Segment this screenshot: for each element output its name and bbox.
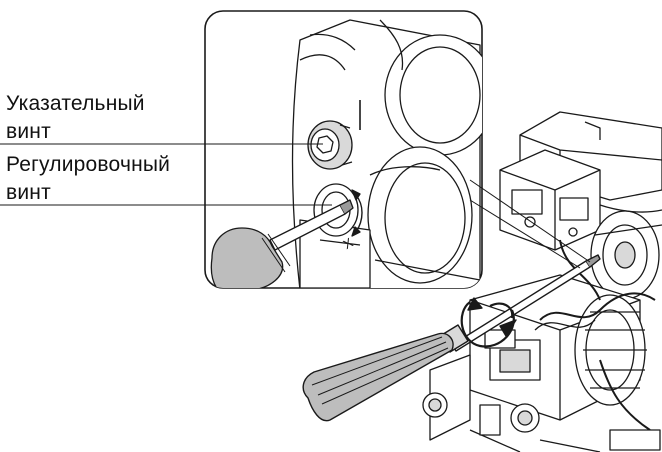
inset-pointer-lower	[469, 199, 581, 269]
burner-assembly	[422, 111, 662, 452]
label-indicator-screw-line2: винт	[6, 120, 51, 143]
label-adjusting-screw-line2: винт	[6, 181, 51, 204]
callout-lines	[0, 143, 591, 269]
indicator-screw	[307, 120, 353, 170]
label-adjusting-screw-line1: Регулировочный	[6, 153, 171, 176]
magnified-inset: X	[204, 10, 483, 289]
label-indicator-screw-line1: Указательный	[6, 92, 145, 115]
inset-pointer-upper	[469, 179, 591, 263]
screwdriver	[302, 254, 601, 422]
